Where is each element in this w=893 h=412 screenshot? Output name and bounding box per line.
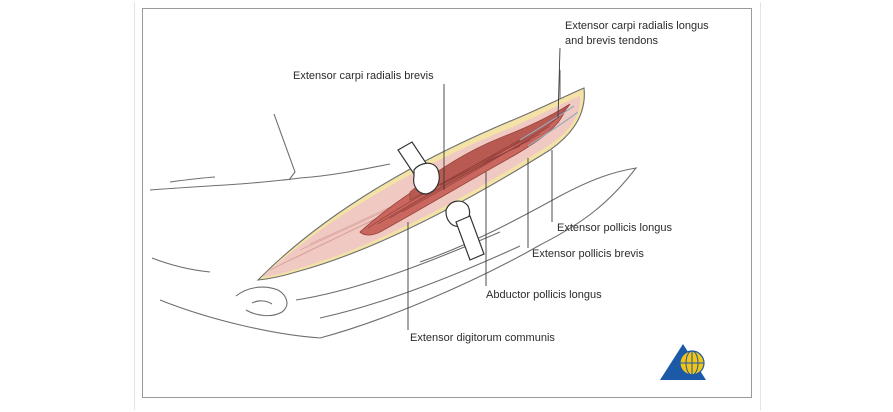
triangle-globe-icon <box>660 344 706 380</box>
anatomy-labels: Extensor carpi radialis longus and brevi… <box>293 20 709 344</box>
label-ecrl-brevis-tendons-line2: and brevis tendons <box>565 35 658 47</box>
label-edc: Extensor digitorum communis <box>410 332 555 344</box>
label-epl: Extensor pollicis longus <box>557 222 672 234</box>
label-ecrl-brevis-tendons-line1: Extensor carpi radialis longus <box>565 20 709 32</box>
leader-lines <box>407 47 561 330</box>
upper-retractor <box>397 141 440 195</box>
page-frame <box>134 2 761 410</box>
lower-retractor <box>445 200 485 261</box>
label-ecr-brevis: Extensor carpi radialis brevis <box>293 70 434 82</box>
label-apl: Abductor pollicis longus <box>486 289 602 301</box>
label-epb: Extensor pollicis brevis <box>532 248 644 260</box>
